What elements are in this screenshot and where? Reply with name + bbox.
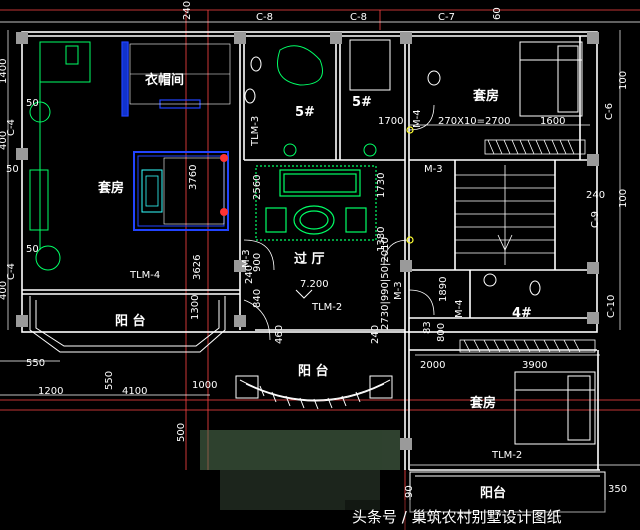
- label-tlm2b: TLM-2: [491, 450, 522, 461]
- dim-3626: 3626: [192, 255, 203, 280]
- dim-90: 90: [404, 485, 415, 498]
- room-suite-right-bottom: 套房: [469, 395, 496, 411]
- dimension-lines: [0, 21, 640, 466]
- dim-1380: 1380: [376, 227, 387, 252]
- room-balcony-center: 阳 台: [298, 363, 329, 379]
- bath-fixtures: [277, 39, 391, 157]
- dim-1890: 1890: [438, 277, 449, 302]
- left-furniture: [29, 41, 91, 271]
- dim-1600: 1600: [540, 116, 565, 127]
- label-c4a: C-4: [6, 119, 17, 136]
- room-hall: 过 厅: [294, 251, 325, 267]
- dim-50c: 50: [26, 244, 39, 255]
- dim-vertical-stack: 2730|990|50|2010: [380, 237, 391, 330]
- room-bath-5a: 5#: [295, 105, 315, 120]
- bed-right-bottom: [514, 371, 596, 445]
- room-balcony-bottom-right: 阳台: [480, 485, 506, 501]
- watermark-text: 头条号 / 巢筑农村别墅设计图纸: [352, 508, 562, 526]
- label-c7: C-7: [438, 12, 455, 23]
- dim-4100: 4100: [122, 386, 147, 397]
- wardrobe-rails: [459, 139, 596, 353]
- watermark: 头条号 / 巢筑农村别墅设计图纸: [345, 500, 640, 530]
- label-c8a: C-8: [256, 12, 273, 23]
- dim-840: 840: [252, 289, 263, 308]
- dim-400b: 400: [0, 281, 9, 300]
- bed-right-top: [519, 41, 583, 117]
- dim-550a: 550: [26, 358, 45, 369]
- bed-left-suite: [133, 151, 229, 231]
- label-tlm3: TLM-3: [250, 116, 261, 147]
- dim-240a: 240: [182, 1, 193, 20]
- balcony-bottom-right: [409, 471, 606, 513]
- label-tlm2a: TLM-2: [311, 302, 342, 313]
- balcony-left: [29, 296, 226, 353]
- walls: [21, 31, 600, 471]
- room-suite-left: 套房: [97, 180, 124, 196]
- dim-900: 900: [252, 253, 263, 272]
- cloakroom-shelves: [129, 43, 231, 105]
- accents: [406, 126, 414, 244]
- label-c10: C-10: [606, 295, 617, 318]
- label-m3a: M-3: [424, 164, 443, 175]
- label-c9: C-9: [590, 211, 601, 228]
- label-c4b: C-4: [6, 263, 17, 280]
- label-m4b: M-4: [454, 299, 465, 318]
- dim-2000: 2000: [420, 360, 445, 371]
- label-c6: C-6: [604, 103, 615, 120]
- dim-460: 460: [274, 325, 285, 344]
- room-cloakroom: 衣帽间: [145, 72, 184, 88]
- dim-1300: 1300: [190, 295, 201, 320]
- dim-50a: 50: [26, 98, 39, 109]
- elevation-marker: [295, 289, 313, 299]
- room-balcony-left: 阳 台: [115, 313, 146, 329]
- dim-3760: 3760: [188, 165, 199, 190]
- dim-1730: 1730: [376, 173, 387, 198]
- dim-100b: 100: [618, 189, 629, 208]
- dim-240c: 240: [244, 265, 255, 284]
- label-tlm4: TLM-4: [129, 270, 160, 281]
- dim-240b: 240: [586, 190, 605, 201]
- dim-400a: 400: [0, 131, 9, 150]
- dim-550b: 550: [104, 371, 115, 390]
- label-elevation: 7.200: [300, 279, 329, 290]
- dim-1700: 1700: [378, 116, 403, 127]
- axis-grid: [0, 9, 640, 530]
- room-suite-right-top: 套房: [472, 88, 499, 104]
- label-m3b: M-3: [241, 249, 252, 268]
- dim-500: 500: [176, 423, 187, 442]
- label-m3c: M-3: [393, 281, 404, 300]
- label-c8b: C-8: [350, 12, 367, 23]
- room-bath-4: 4#: [512, 306, 532, 321]
- label-m4a: M-4: [412, 109, 423, 128]
- balcony-center: [235, 375, 393, 410]
- dim-3900: 3900: [522, 360, 547, 371]
- toilets: [244, 56, 541, 296]
- dim-100a: 100: [618, 71, 629, 90]
- dim-83: 83: [422, 321, 433, 334]
- staircase: [455, 165, 555, 265]
- dim-240d: 240: [370, 325, 381, 344]
- room-bath-5b: 5#: [352, 95, 372, 110]
- dim-60: 60: [492, 7, 503, 20]
- dim-270x10: 270X10=2700: [438, 116, 511, 127]
- dim-1000: 1000: [192, 380, 217, 391]
- columns: [16, 32, 599, 450]
- dim-800: 800: [436, 323, 447, 342]
- blurred-shrubs: [200, 430, 400, 510]
- hall-sofa: [255, 165, 377, 241]
- dim-350: 350: [608, 484, 627, 495]
- dim-1200: 1200: [38, 386, 63, 397]
- dim-1400: 1400: [0, 59, 9, 84]
- dim-2560: 2560: [252, 175, 263, 200]
- dim-50b: 50: [6, 164, 19, 175]
